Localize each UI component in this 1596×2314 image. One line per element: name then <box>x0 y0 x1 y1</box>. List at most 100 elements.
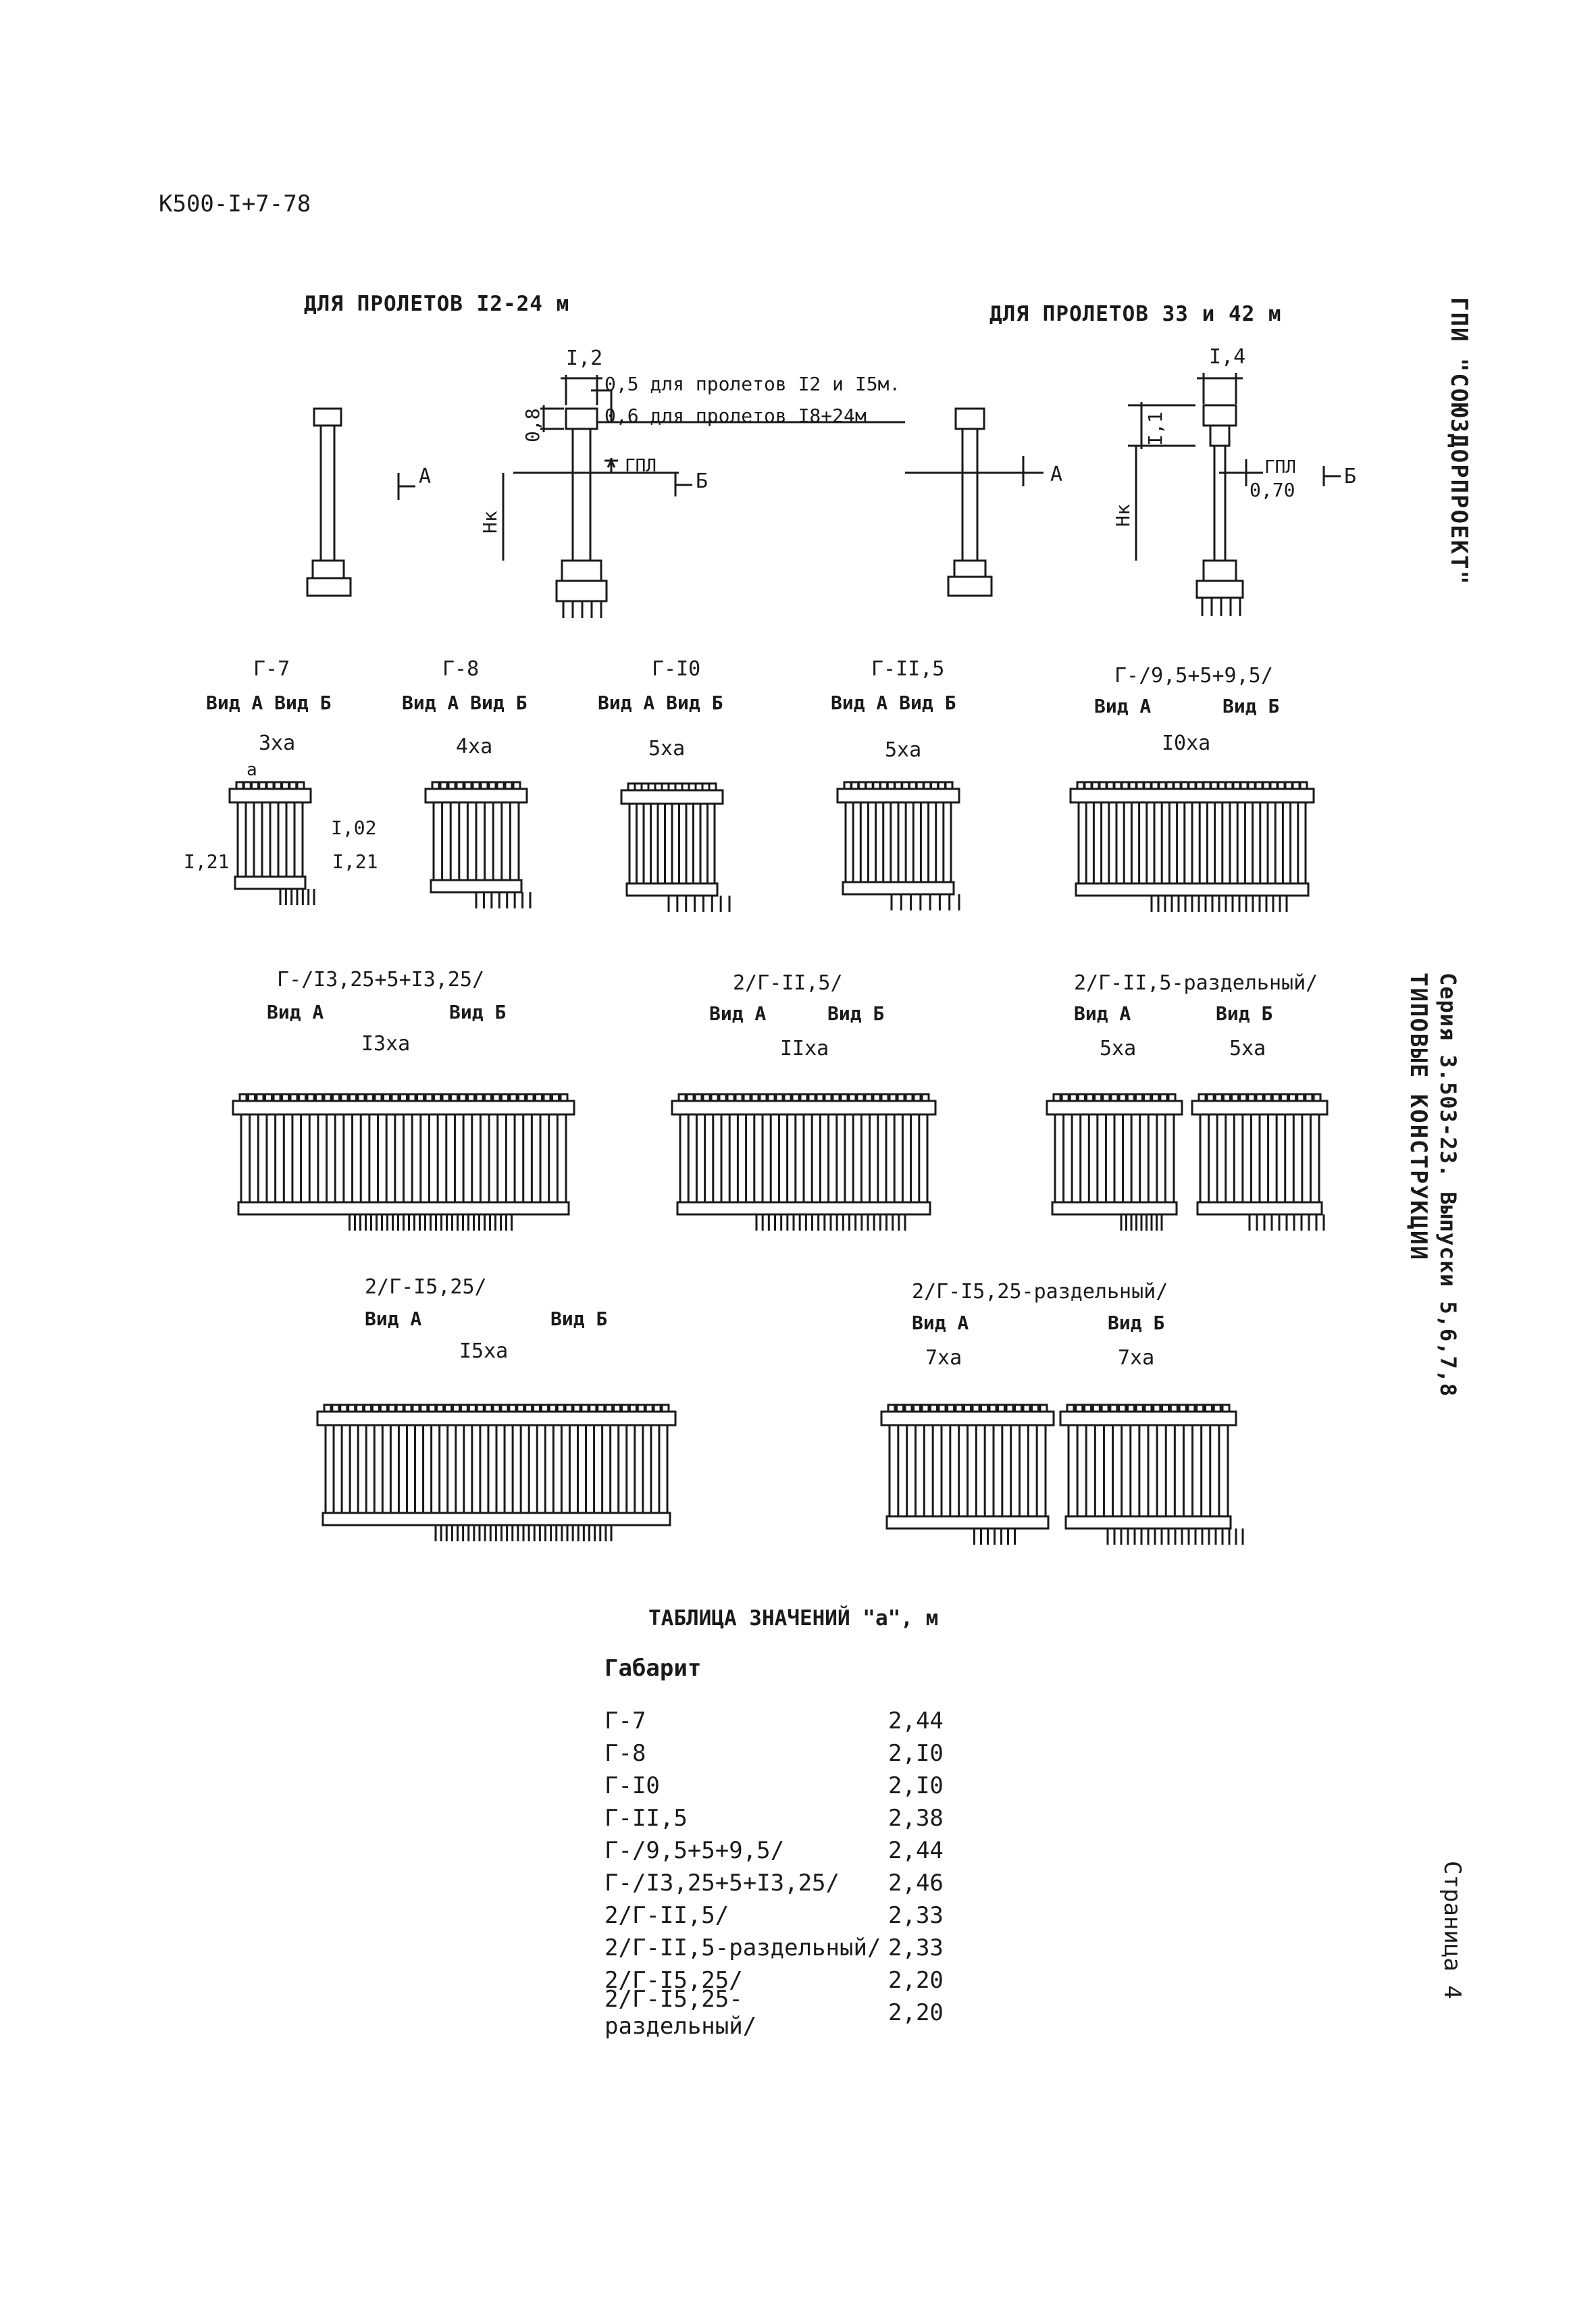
series-subtitle: Серия 3.503-23. Выпуски 5,6,7,8 <box>1435 973 1461 1397</box>
bearing-stud <box>1014 1404 1023 1413</box>
bearing-stud <box>459 1404 469 1413</box>
gabarit-g13-25-view-a: Вид А <box>267 1001 324 1023</box>
bearing-stud <box>1222 1093 1231 1102</box>
bearing-stud <box>1225 781 1234 790</box>
table-row: 2/Г-I5,25-раздельный/2,20 <box>604 1986 969 2040</box>
gabarit-2g15-25-sep-view-b: Вид Б <box>1108 1312 1164 1334</box>
bearing-stud <box>463 781 473 790</box>
bearing-stud <box>512 781 521 790</box>
bearing-stud <box>613 1404 622 1413</box>
bearing-stud <box>1118 1093 1127 1102</box>
bearing-stud <box>332 1093 340 1102</box>
bearing-stud <box>516 1404 525 1413</box>
footing <box>234 875 307 890</box>
bearing-stud <box>1152 1404 1162 1413</box>
level-mark-right: ГПЛ <box>1264 457 1296 478</box>
header-spans-33-42: ДЛЯ ПРОЛЕТОВ 33 и 42 м <box>989 302 1282 326</box>
bearing-stud <box>289 1093 299 1102</box>
bearing-stud <box>548 1404 557 1413</box>
bearing-stud <box>708 782 717 792</box>
dim-top-right: I,4 <box>1209 345 1245 369</box>
bearing-stud <box>1202 781 1212 790</box>
bearing-stud <box>390 1093 400 1102</box>
table-cell-value: 2,20 <box>888 1999 944 2026</box>
dim-2g15-25-sep-b: 7ха <box>1118 1346 1154 1370</box>
bearing-stud <box>848 1093 857 1102</box>
bearing-stud <box>458 1093 467 1102</box>
bearing-stud <box>500 1093 509 1102</box>
dim-column-right: 0,70 <box>1250 479 1295 501</box>
bearing-stud <box>880 1093 890 1102</box>
gabarit-g8-views: Вид А Вид Б <box>402 692 527 714</box>
bearing-stud <box>1169 1404 1179 1413</box>
footing <box>237 1201 570 1216</box>
cap-beam <box>1069 788 1315 804</box>
cap-beam <box>620 789 724 805</box>
cap-beam <box>1191 1100 1329 1116</box>
bearing-stud <box>644 1404 654 1413</box>
footing <box>885 1515 1050 1530</box>
bearing-stud <box>1159 1093 1168 1102</box>
bearing-stud <box>823 1093 833 1102</box>
bearing-stud <box>1161 1404 1170 1413</box>
bearing-stud <box>1178 1404 1187 1413</box>
gabarit-2g15-25-title: 2/Г-I5,25/ <box>365 1275 487 1299</box>
bearing-stud <box>944 781 954 790</box>
bearing-stud <box>620 1404 629 1413</box>
table-cell-gabarit: 2/Г-I5,25-раздельный/ <box>604 1986 757 2040</box>
bearing-stud <box>265 781 275 790</box>
bearing-stud <box>1271 1093 1281 1102</box>
bearing-stud <box>1098 781 1108 790</box>
dim-cap-left: 0,8 <box>521 408 544 442</box>
bearing-stud <box>451 1404 461 1413</box>
bearing-stud <box>572 1404 582 1413</box>
bearing-stud <box>349 1093 357 1102</box>
bearing-stud <box>1110 1093 1119 1102</box>
bearing-stud <box>1005 1404 1014 1413</box>
bearing-stud <box>471 781 481 790</box>
table-cell-value: 2,44 <box>888 1837 944 1864</box>
bearing-stud <box>395 1404 405 1413</box>
dim-g7: 3ха <box>259 731 295 755</box>
bearing-stud <box>509 1093 518 1102</box>
bearing-stud <box>872 781 881 790</box>
bearing-stud <box>894 781 903 790</box>
dim-g11-5: 5ха <box>885 738 921 762</box>
bearing-stud <box>864 1093 873 1102</box>
bearing-stud <box>235 781 244 790</box>
gabarit-2g15-25-sep-view-a: Вид А <box>912 1312 969 1334</box>
bearing-stud <box>702 1093 711 1102</box>
bearing-stud <box>686 1093 695 1102</box>
bearing-stud <box>1239 781 1249 790</box>
bearing-stud <box>382 1093 391 1102</box>
bearing-stud <box>411 1404 421 1413</box>
bearing-stud <box>508 1404 517 1413</box>
bearing-stud <box>980 1404 989 1413</box>
bearing-stud <box>439 781 448 790</box>
table-cell-gabarit: 2/Г-I5,25/ <box>604 1967 743 1994</box>
gabarit-g10-title: Г-I0 <box>652 657 700 681</box>
bearing-stud <box>908 781 917 790</box>
bearing-stud <box>1304 1093 1314 1102</box>
gabarit-g7-title: Г-7 <box>253 657 290 681</box>
dim-g7-d1: I,02 <box>331 817 376 839</box>
bearing-stud <box>323 1404 332 1413</box>
bearing-stud <box>504 781 513 790</box>
height-mark-right: Нк <box>1112 504 1134 527</box>
dim-top-left: I,2 <box>566 346 602 370</box>
bearing-stud <box>455 781 465 790</box>
bearing-stud <box>791 1093 800 1102</box>
bearing-stud <box>298 1093 307 1102</box>
bearing-stud <box>363 1404 373 1413</box>
bearing-stud <box>1091 781 1100 790</box>
bearing-stud <box>450 1093 459 1102</box>
bearing-stud <box>588 1404 598 1413</box>
gabarit-2g15-25-sep-title: 2/Г-I5,25-раздельный/ <box>912 1280 1168 1304</box>
bearing-stud <box>879 781 889 790</box>
height-mark-left: Нк <box>479 511 501 534</box>
gabarit-2g11-5-sep-view-a: Вид А <box>1074 1002 1131 1025</box>
bearing-stud <box>758 1093 768 1102</box>
bearing-stud <box>1150 781 1160 790</box>
bearing-stud <box>988 1404 998 1413</box>
